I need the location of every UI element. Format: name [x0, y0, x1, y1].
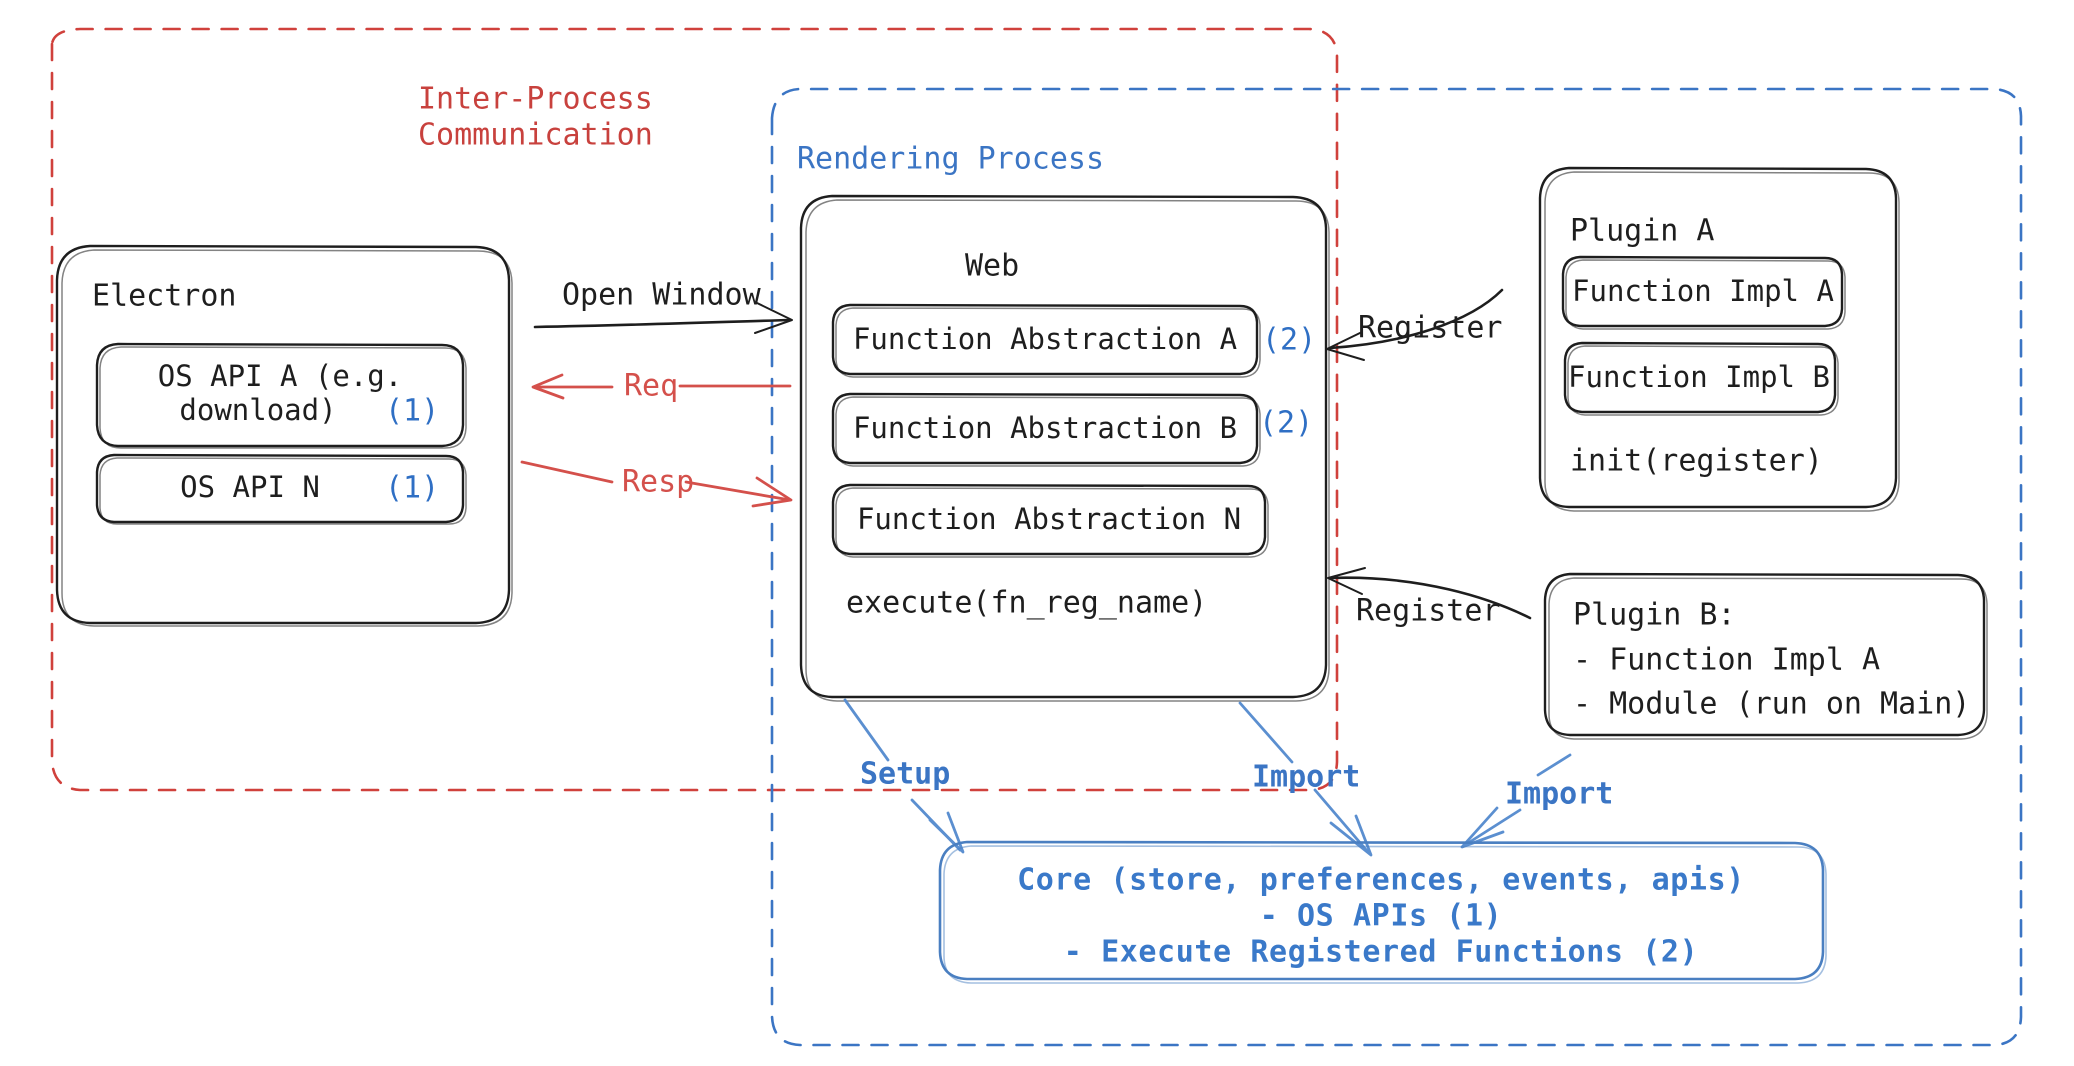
setup-arrowhead	[928, 811, 965, 854]
electron-title: Electron	[92, 279, 237, 314]
open-window-arrowhead	[754, 302, 793, 334]
arrow-import-web: Import	[1238, 701, 1373, 857]
plugin-b-title: Plugin B:	[1573, 598, 1736, 633]
arrow-import-plugin-b: Import	[1460, 753, 1613, 849]
import-plugin-b-arrowhead	[1460, 806, 1505, 849]
plugin-a-outline	[1538, 166, 1898, 509]
arrow-register-plugin-a: Register	[1326, 288, 1504, 361]
arrow-req: Req	[531, 369, 792, 404]
register-a-arrowhead	[1326, 331, 1365, 361]
core-line-3: - Execute Registered Functions (2)	[1064, 935, 1699, 970]
ipc-region-border	[50, 27, 1339, 792]
import-web-arrowhead	[1329, 814, 1373, 857]
web-execute-label: execute(fn_reg_name)	[846, 586, 1207, 621]
arrow-register-plugin-b: Register	[1327, 567, 1532, 629]
plugin-a-init-label: init(register)	[1570, 444, 1823, 479]
function-impl-b-box[interactable]: Function Impl B	[1563, 341, 1839, 416]
web-box-outline	[799, 194, 1328, 699]
register-b-line	[1328, 576, 1532, 620]
plugin-b-box: Plugin B: - Function Impl A - Module (ru…	[1543, 572, 1988, 740]
arrow-open-window: Open Window	[533, 278, 793, 334]
plugin-b-item-1: - Module (run on Main)	[1573, 687, 1970, 722]
resp-line-left	[520, 460, 614, 484]
function-abstraction-b-outline-sketch	[835, 396, 1261, 467]
core-line-1: Core (store, preferences, events, apis)	[1017, 863, 1745, 898]
function-abstraction-a-outline-sketch	[835, 307, 1261, 378]
web-title: Web	[965, 249, 1019, 284]
req-label: Req	[624, 369, 678, 404]
core-box-outline-sketch	[943, 845, 1827, 984]
resp-arrowhead	[751, 476, 793, 508]
import-web-label: Import	[1252, 760, 1360, 795]
os-api-n-outline-sketch	[99, 457, 467, 525]
rendering-region-border	[770, 87, 2023, 1047]
import-web-line-upper	[1238, 701, 1294, 764]
open-window-label: Open Window	[562, 278, 762, 313]
req-arrowhead	[531, 373, 565, 400]
core-line-2: - OS APIs (1)	[1260, 899, 1503, 934]
plugin-b-outline	[1543, 572, 1986, 737]
function-abstraction-a-box[interactable]: Function Abstraction A (2)	[831, 303, 1316, 378]
ipc-label-line1: Inter-Process	[418, 82, 653, 117]
region-rendering-process: Rendering Process	[770, 87, 2023, 1047]
electron-box-outline-sketch	[61, 249, 513, 627]
plugin-b-item-0: - Function Impl A	[1573, 643, 1880, 678]
function-abstraction-n-outline-sketch	[835, 487, 1269, 558]
web-box-outline-sketch	[805, 199, 1330, 702]
register-a-label: Register	[1358, 311, 1503, 346]
register-b-arrowhead	[1327, 567, 1366, 595]
core-box: Core (store, preferences, events, apis) …	[938, 840, 1827, 984]
ipc-label-line2: Communication	[418, 118, 653, 153]
plugin-a-outline-sketch	[1544, 171, 1900, 512]
setup-line-upper	[843, 698, 890, 762]
function-impl-b-label: Function Impl B	[1568, 360, 1830, 394]
os-api-n-marker: (1)	[385, 471, 439, 506]
rendering-process-label: Rendering Process	[797, 142, 1104, 177]
function-abstraction-b-marker: (2)	[1259, 406, 1313, 441]
core-box-outline	[938, 840, 1825, 981]
os-api-a-outline-sketch	[99, 346, 467, 449]
region-ipc: Inter-Process Communication	[50, 27, 1339, 792]
plugin-a-title: Plugin A	[1570, 214, 1715, 249]
os-api-n-label: OS API N	[180, 470, 320, 504]
function-impl-a-outline-sketch	[1565, 259, 1846, 330]
register-b-label: Register	[1356, 594, 1501, 629]
electron-box: Electron OS API A (e.g. download) (1) OS…	[55, 244, 513, 627]
import-plugin-b-label: Import	[1505, 777, 1613, 812]
import-plugin-b-line-upper	[1536, 753, 1572, 777]
function-abstraction-n-label: Function Abstraction N	[857, 502, 1241, 536]
function-abstraction-b-label: Function Abstraction B	[853, 411, 1237, 445]
arrow-resp: Resp	[520, 460, 793, 508]
import-plugin-b-line-lower	[1463, 808, 1522, 847]
function-abstraction-a-label: Function Abstraction A	[853, 322, 1237, 356]
register-a-line	[1328, 288, 1504, 350]
os-api-n-box[interactable]: OS API N (1)	[95, 453, 467, 525]
function-abstraction-a-marker: (2)	[1262, 323, 1316, 358]
os-api-a-label-line2: download)	[179, 393, 336, 427]
plugin-b-outline-sketch	[1548, 577, 1988, 740]
web-box: Web Function Abstraction A (2) Function …	[799, 194, 1330, 702]
setup-label: Setup	[860, 757, 950, 792]
function-impl-b-outline-sketch	[1567, 345, 1839, 416]
function-abstraction-b-box[interactable]: Function Abstraction B (2)	[831, 392, 1313, 467]
os-api-a-label-line1: OS API A (e.g.	[158, 359, 402, 393]
os-api-a-box[interactable]: OS API A (e.g. download) (1)	[95, 342, 467, 449]
function-impl-a-box[interactable]: Function Impl A	[1561, 255, 1846, 330]
plugin-a-box: Plugin A Function Impl A Function Impl B…	[1538, 166, 1900, 512]
resp-label: Resp	[622, 465, 694, 500]
resp-line-right	[684, 480, 792, 502]
function-abstraction-n-box[interactable]: Function Abstraction N	[831, 483, 1269, 558]
open-window-line	[533, 318, 792, 329]
function-impl-a-label: Function Impl A	[1572, 274, 1834, 308]
arrow-setup: Setup	[843, 698, 965, 854]
os-api-a-marker: (1)	[385, 394, 439, 429]
